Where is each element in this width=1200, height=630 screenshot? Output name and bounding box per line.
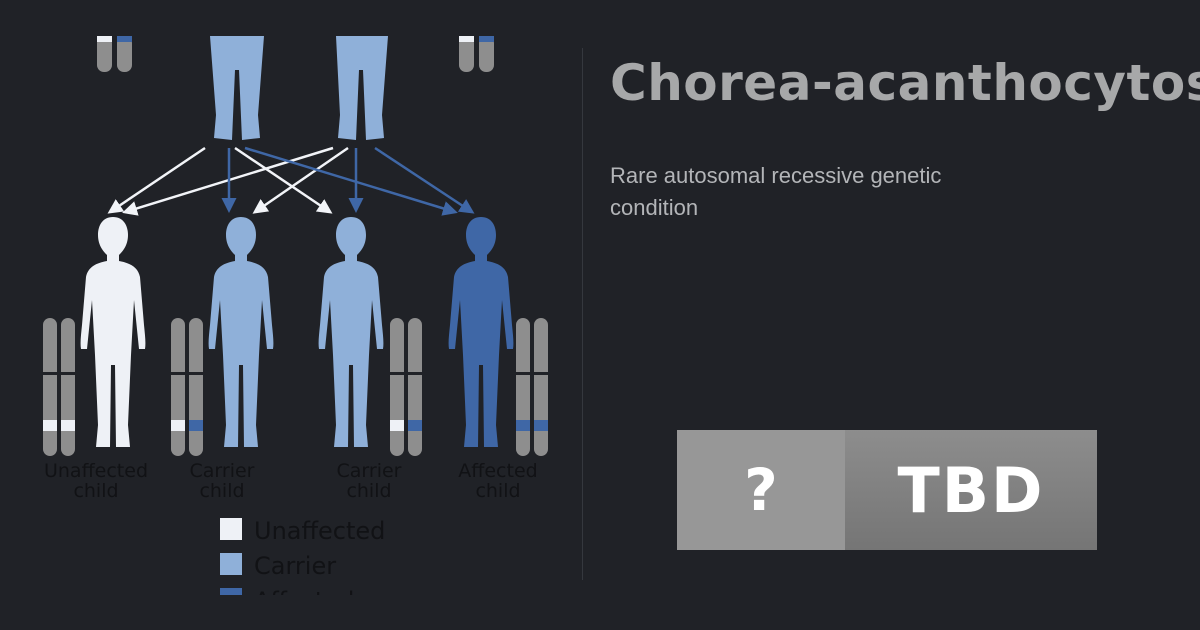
child-label-4-line1: Affected xyxy=(458,460,537,482)
legend-label-carrier: Carrier xyxy=(254,552,336,580)
legend-swatch-unaffected xyxy=(220,518,242,540)
legend: Unaffected Carrier Affected xyxy=(220,517,385,615)
child-chromosomes-4 xyxy=(516,318,548,456)
page-title: Chorea-acanthocytosis xyxy=(610,54,1200,112)
child-label-1-line1: Unaffected xyxy=(44,460,148,482)
child-label-4-line2: child xyxy=(475,480,520,502)
child-label-2-line1: Carrier xyxy=(190,460,255,482)
child-label-2-line2: child xyxy=(199,480,244,502)
child-label-3-line1: Carrier xyxy=(337,460,402,482)
status-badge: ? TBD xyxy=(677,430,1097,550)
child-figure-carrier-1 xyxy=(208,217,274,447)
inheritance-diagram: Unaffected child Carrier child Carrier c… xyxy=(43,36,548,615)
parent-chromosomes-left xyxy=(97,36,132,72)
child-chromosomes-2 xyxy=(171,318,203,456)
parent-figure-right xyxy=(336,36,388,140)
legend-swatch-carrier xyxy=(220,553,242,575)
child-chromosomes-1 xyxy=(43,318,75,456)
parent-figure-left xyxy=(210,36,264,140)
legend-swatch-affected xyxy=(220,588,242,595)
legend-label-affected: Affected xyxy=(254,587,354,615)
parent-chromosomes-right xyxy=(459,36,494,72)
badge-tbd-label: TBD xyxy=(845,430,1097,550)
child-figure-carrier-2 xyxy=(318,217,384,447)
child-label-1-line2: child xyxy=(73,480,118,502)
legend-label-unaffected: Unaffected xyxy=(254,517,385,545)
child-chromosomes-3 xyxy=(390,318,422,456)
child-label-3-line2: child xyxy=(346,480,391,502)
page-subtitle: Rare autosomal recessive genetic conditi… xyxy=(610,163,942,220)
child-figure-unaffected xyxy=(80,217,146,447)
child-figure-affected xyxy=(448,217,514,447)
inheritance-arrows xyxy=(107,146,475,216)
vertical-divider xyxy=(582,48,583,580)
badge-question-mark: ? xyxy=(677,430,845,550)
